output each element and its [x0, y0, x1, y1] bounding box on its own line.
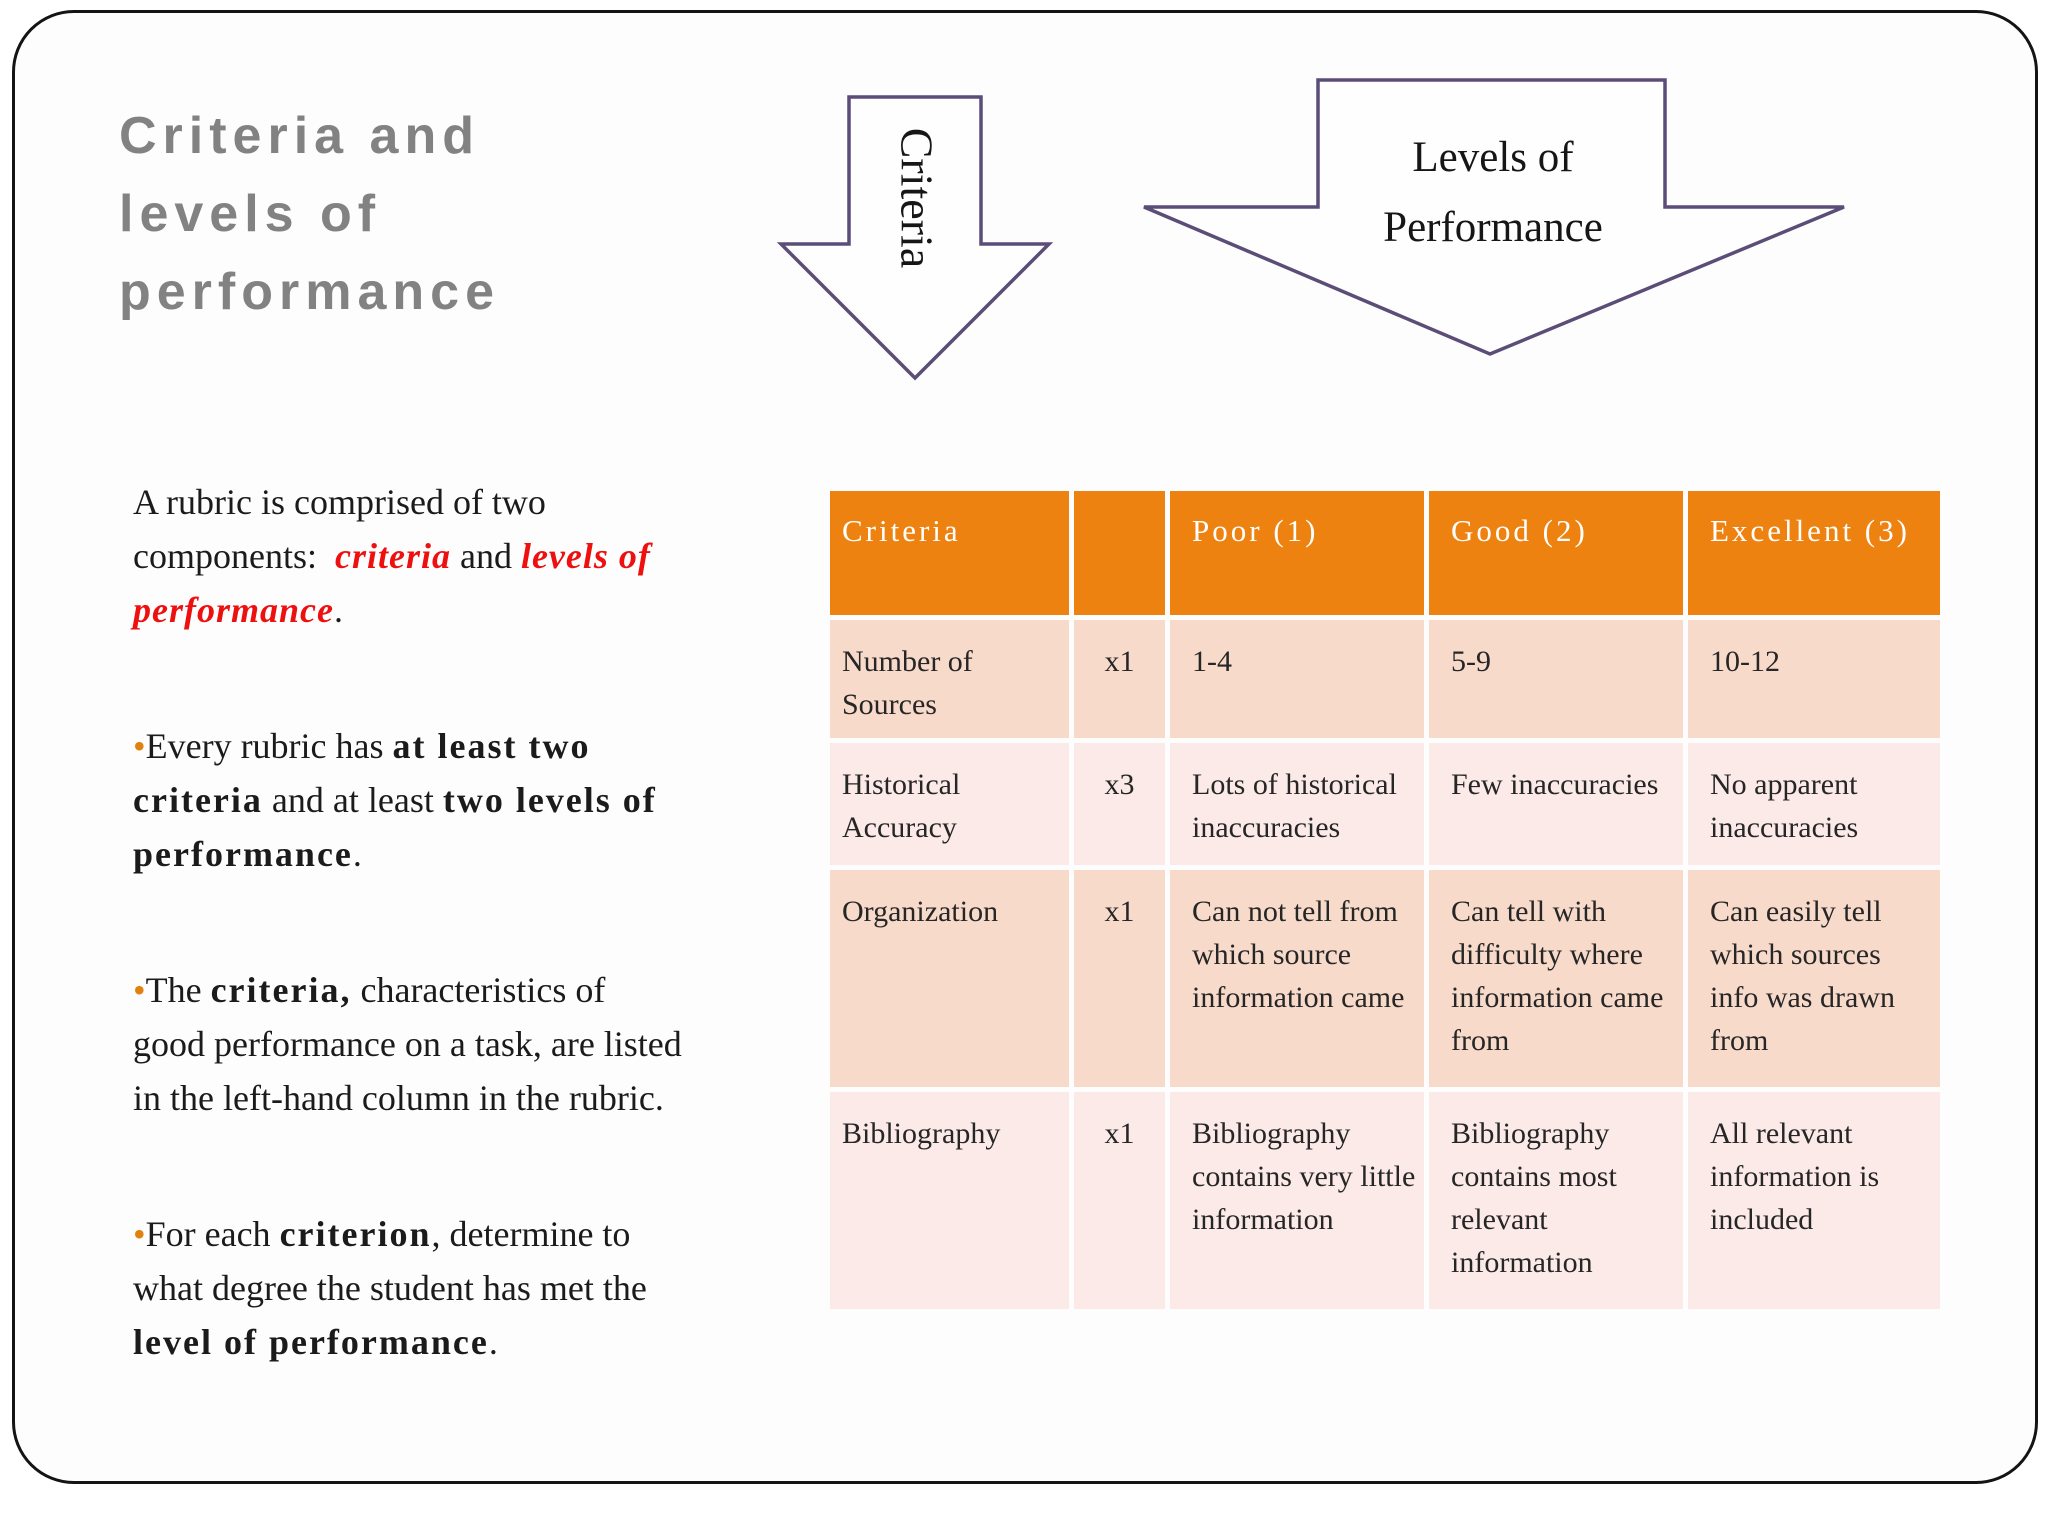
table-cell: 1-4: [1170, 620, 1424, 738]
bullet-icon: •: [133, 726, 146, 766]
table-cell: Can easily tell which sources info was d…: [1688, 870, 1940, 1087]
table-cell: 5-9: [1429, 620, 1683, 738]
text-segment: .: [488, 1322, 498, 1362]
header-cell: Excellent (3): [1688, 491, 1940, 615]
table-cell: Few inaccuracies: [1429, 743, 1683, 865]
text-segment: characteristics of good performance on a…: [133, 970, 682, 1118]
table-cell: x1: [1074, 870, 1165, 1087]
text-segment: at least two criteria: [133, 726, 591, 820]
text-segment: , determine to what degree the student h…: [133, 1214, 647, 1308]
text-segment: A rubric is comprised of two components:: [133, 482, 546, 576]
table-cell: x3: [1074, 743, 1165, 865]
text-segment: criteria: [334, 536, 451, 576]
table-cell: x1: [1074, 1092, 1165, 1309]
text-segment: The: [145, 970, 211, 1010]
table-cell: x1: [1074, 620, 1165, 738]
table-cell: Organization: [830, 870, 1069, 1087]
slide-frame: Criteria and levels of performance Crite…: [12, 10, 2038, 1484]
header-cell: Good (2): [1429, 491, 1683, 615]
criteria-down-arrow-shape: [776, 95, 1054, 381]
table-cell: No apparent inaccuracies: [1688, 743, 1940, 865]
text-segment: .: [352, 834, 362, 874]
table-cell: Can not tell from which source informati…: [1170, 870, 1424, 1087]
levels-arrow-label-line2: Performance: [1383, 204, 1603, 251]
text-segment: and at least: [262, 780, 443, 820]
header-cell: [1074, 491, 1165, 615]
rubric-table: Criteria Poor (1)Good (2)Excellent (3) Num…: [830, 491, 1940, 1309]
text-segment: .: [333, 590, 343, 630]
levels-arrow-label-line1: Levels of: [1412, 134, 1574, 181]
bullet-paragraph: •Every rubric has at least two criteria …: [133, 719, 833, 881]
text-segment: and: [450, 536, 521, 576]
text-segment: Every rubric has: [145, 726, 393, 766]
bullet-icon: •: [133, 1214, 146, 1254]
slide-title: Criteria and levels of performance: [119, 107, 500, 321]
bullet-paragraph: •The criteria, characteristics of good p…: [133, 963, 833, 1125]
table-cell: Bibliography contains very little inform…: [1170, 1092, 1424, 1309]
text-segment: criteria,: [210, 970, 352, 1010]
levels-down-arrow-shape: [1143, 78, 1845, 356]
table-cell: 10-12: [1688, 620, 1940, 738]
table-cell: Number of Sources: [830, 620, 1069, 738]
bullet-icon: •: [133, 970, 146, 1010]
text-segment: criterion: [279, 1214, 432, 1254]
bullet-paragraph: A rubric is comprised of two components:…: [133, 475, 833, 637]
table-cell: Bibliography contains most relevant info…: [1429, 1092, 1683, 1309]
criteria-arrow-label: Criteria: [891, 128, 942, 269]
header-cell: Poor (1): [1170, 491, 1424, 615]
text-segment: levels of performance: [133, 536, 651, 630]
table-cell: All relevant information is included: [1688, 1092, 1940, 1309]
table-cell: Historical Accuracy: [830, 743, 1069, 865]
table-cell: Bibliography: [830, 1092, 1069, 1309]
header-cell: Criteria: [830, 491, 1069, 615]
table-cell: Can tell with difficulty where informati…: [1429, 870, 1683, 1087]
text-segment: level of performance: [133, 1322, 489, 1362]
text-segment: two levels of performance: [133, 780, 657, 874]
text-segment: For each: [145, 1214, 280, 1254]
table-cell: Lots of historical inaccuracies: [1170, 743, 1424, 865]
bullet-text-column: A rubric is comprised of two components:…: [133, 475, 833, 1451]
bullet-paragraph: •For each criterion, determine to what d…: [133, 1207, 833, 1369]
